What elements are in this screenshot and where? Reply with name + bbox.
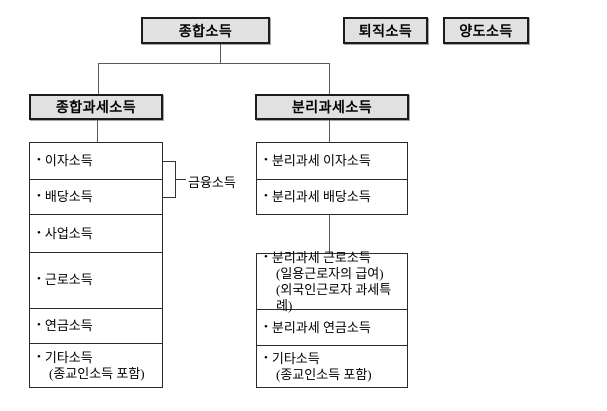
left-income-list: • 이자소득 • 배당소득 • 사업소득 • 근로소득 • 연금소득 • 기타소… bbox=[29, 142, 163, 388]
list-item-label: 배당소득 bbox=[44, 189, 93, 205]
bracket-bottom-line bbox=[163, 197, 175, 198]
list-item-sublabel: (종교인소득 포함) bbox=[49, 365, 145, 381]
list-item-label: 이자소득 bbox=[44, 152, 93, 168]
connector-stem-right-list bbox=[329, 120, 330, 142]
list-item-label: 연금소득 bbox=[44, 317, 93, 333]
list-item-separate-other: • 기타소득 (종교인소득 포함) bbox=[257, 346, 407, 387]
box-transfer-income: 양도소득 bbox=[443, 17, 529, 44]
list-item-label: 근로소득 bbox=[44, 272, 93, 288]
bullet-icon: • bbox=[37, 153, 41, 166]
bullet-icon: • bbox=[37, 190, 41, 203]
box-comprehensive-taxation: 종합과세소득 bbox=[29, 94, 163, 120]
bracket-top-line bbox=[163, 161, 175, 162]
list-item-label: 분리과세 배당소득 bbox=[271, 189, 371, 204]
bullet-icon: • bbox=[264, 351, 268, 364]
list-item-other: • 기타소득 (종교인소득 포함) bbox=[30, 344, 162, 387]
box-retirement-income: 퇴직소득 bbox=[343, 17, 428, 44]
list-item-business: • 사업소득 bbox=[30, 215, 162, 254]
bullet-icon: • bbox=[37, 273, 41, 286]
bullet-icon: • bbox=[37, 350, 41, 363]
list-item-pension: • 연금소득 bbox=[30, 309, 162, 345]
connector-stem-top bbox=[220, 44, 221, 64]
bullet-icon: • bbox=[264, 320, 268, 333]
bullet-icon: • bbox=[37, 226, 41, 239]
connector-branch-horizontal bbox=[98, 63, 330, 64]
list-item-earned: • 근로소득 bbox=[30, 253, 162, 309]
bracket-tick-line bbox=[175, 179, 186, 180]
bullet-icon: • bbox=[37, 318, 41, 331]
list-item-label: 기타소득 bbox=[271, 350, 320, 366]
list-item-separate-interest: • 분리과세 이자소득 bbox=[257, 143, 407, 180]
box-retirement-income-label: 퇴직소득 bbox=[358, 22, 413, 39]
list-item-sublabel: (종교인소득 포함) bbox=[276, 366, 372, 382]
list-item-label: 분리과세 이자소득 bbox=[271, 153, 371, 168]
list-item-label: 사업소득 bbox=[44, 225, 93, 241]
box-comprehensive-income: 종합소득 bbox=[141, 17, 270, 44]
box-separate-taxation-label: 분리과세소득 bbox=[291, 99, 373, 115]
financial-income-label: 금융소득 bbox=[188, 175, 236, 190]
list-item-label: 기타소득 bbox=[44, 349, 93, 365]
list-item-separate-pension: • 분리과세 연금소득 bbox=[257, 310, 407, 346]
bullet-icon: • bbox=[264, 250, 268, 263]
box-comprehensive-income-label: 종합소득 bbox=[178, 22, 233, 39]
connector-stem-left-list bbox=[97, 120, 98, 142]
list-item-sublabel: (일용근로자의 급여) bbox=[276, 265, 384, 281]
right-income-list-bottom: • 분리과세 근로소득 (일용근로자의 급여) (외국인근로자 과세특례) • … bbox=[256, 250, 408, 388]
bullet-icon: • bbox=[264, 154, 268, 166]
list-item-label: 분리과세 근로소득 bbox=[271, 249, 371, 265]
list-item-dividend: • 배당소득 bbox=[30, 180, 162, 216]
list-item-label: 분리과세 연금소득 bbox=[271, 319, 371, 335]
list-item-separate-earned: • 분리과세 근로소득 (일용근로자의 급여) (외국인근로자 과세특례) bbox=[257, 250, 407, 313]
bullet-icon: • bbox=[264, 190, 268, 202]
box-comprehensive-taxation-label: 종합과세소득 bbox=[55, 99, 137, 115]
connector-right-lists-gap bbox=[329, 215, 330, 253]
list-item-separate-dividend: • 분리과세 배당소득 bbox=[257, 180, 407, 214]
right-income-list-top: • 분리과세 이자소득 • 분리과세 배당소득 bbox=[256, 142, 408, 215]
connector-drop-right bbox=[329, 63, 330, 94]
connector-drop-left bbox=[98, 63, 99, 94]
box-transfer-income-label: 양도소득 bbox=[459, 22, 513, 39]
list-item-sublabel: (외국인근로자 과세특례) bbox=[276, 281, 392, 313]
list-item-interest: • 이자소득 bbox=[30, 143, 162, 180]
box-separate-taxation: 분리과세소득 bbox=[255, 94, 409, 120]
